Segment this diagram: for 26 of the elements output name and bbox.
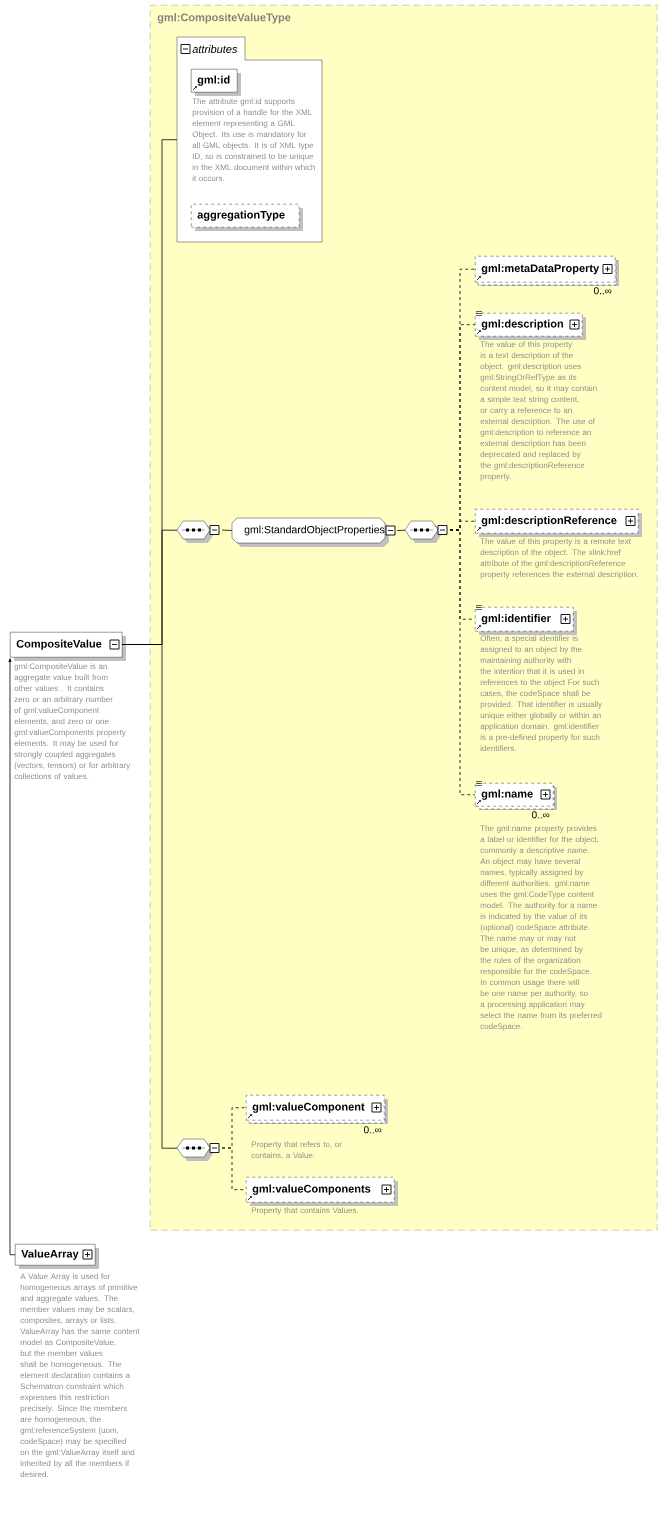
element-box: gml:name	[475, 783, 557, 810]
description-text: Property that refers to, or contains, a Value.	[251, 1141, 342, 1160]
element-box: gml:description	[475, 313, 586, 340]
description-text: The value of this property is a text description of the object. gml:description uses gml:StringOrRefType as its content model, so it may contain a simple text string content, or carry a reference to an external description. The use of gml:description to reference an external description has been deprecated and replaced by the gml:descriptionReference property.	[480, 341, 597, 481]
description-text: A Value Array is used for homogeneous arrays of primitive and aggregate values. The member values may be scalars, composites, arrays or lists. ValueArray has the same content model as CompositeValue, but the member values shall be homogeneous. The element declaration contains a Schematron constraint which expresses this restriction precisely. Since the members are homogeneous, the gml:referenceSystem (uom, codeSpace) may be specified on the gml:ValueArray itself and inherited by all the members if desired.	[20, 1273, 140, 1478]
connector	[449, 529, 476, 796]
connector	[396, 529, 406, 531]
description-text: gml:CompositeValue is an aggregate value built from other values . It contains zero or an arbitrary number of gml:valueComponent elements, and zero or one gml:valueComponents property elements. It may be used for strongly coupled aggregates (vectors, tensors) or for arbitrary collections of values.	[14, 663, 131, 780]
description-text: The attribute gml:id supports provision of a handle for the XML element representing a GML Object. Its use is mandatory for all GML objects. It is of XML type ID, so is constrained to be unique in the XML document within which it occurs.	[192, 98, 315, 182]
group-box: gml:StandardObjectProperties	[231, 517, 389, 547]
description-text: Property that contains Values.	[251, 1207, 358, 1215]
connector	[121, 644, 178, 1149]
element-box: gml:descriptionReference	[475, 509, 642, 537]
multiplicity-label: 0..∞	[363, 1126, 382, 1134]
element-box: gml:identifier	[475, 607, 577, 635]
multiplicity-label: 0..∞	[593, 287, 612, 295]
element-box: gml:valueComponent	[246, 1095, 388, 1124]
element-box: gml:metaDataProperty	[475, 256, 619, 286]
description-text: The gml:name property provides a label or identifier for the object, commonly a descriptive name. An object may have several names, typically assigned by different authorities. gml:name uses the gml:CodeType content model. The authority for a name is indicated by the value of its (optional) codeSpace attribute. The name may or may not be unique, as determined by the rules of the organization responsible for the codeSpace. In common usage there will be one name per authority, so a processing application may select the name from its preferred codeSpace.	[480, 825, 602, 1031]
element-box: aggregationType	[191, 204, 303, 231]
element-box: gml:valueComponents	[246, 1177, 398, 1206]
connector	[221, 529, 233, 531]
multiplicity-label: 0..∞	[531, 811, 550, 819]
description-text: Often, a special identifier is assigned to an object by the maintaining authority with the intention that it is used in references to the object For such cases, the codeSpace shall be provided. That identifier is usually unique either globally or within an application domain. gml:identifier is a pre-defined property for such identifiers.	[480, 635, 602, 752]
description-text: The value of this property is a remote text description of the object. The xlink:href attribute of the gml:descriptionReference property references the external description.	[480, 538, 638, 579]
connector	[8, 658, 16, 1256]
